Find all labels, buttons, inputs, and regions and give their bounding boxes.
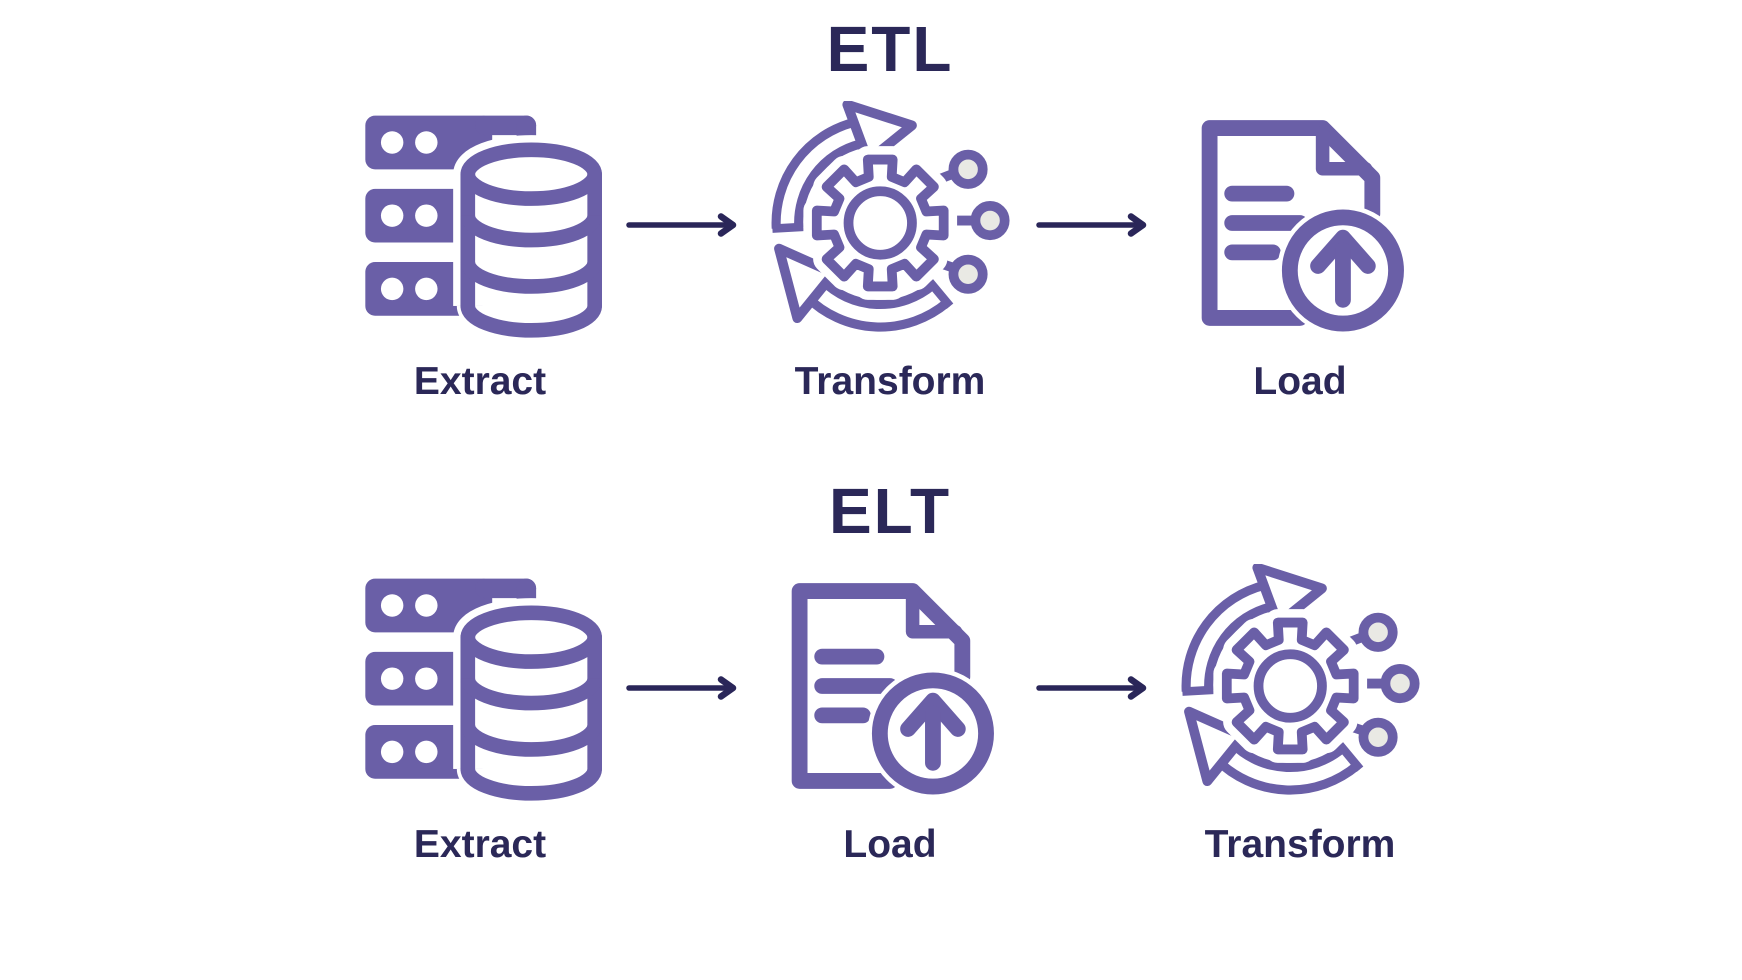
right-arrow-icon [1036, 212, 1154, 238]
right-arrow-icon [626, 212, 744, 238]
elt-step-transform: Transform [1170, 563, 1430, 867]
document-upload-icon [1187, 101, 1413, 345]
flow-arrow [610, 675, 760, 701]
server-database-icon [358, 101, 602, 345]
icon-box [1170, 100, 1430, 346]
document-upload-icon [777, 564, 1003, 808]
right-arrow-icon [1036, 675, 1154, 701]
step-label: Transform [794, 360, 986, 404]
etl-step-extract: Extract [350, 100, 610, 404]
server-database-icon [358, 564, 602, 808]
etl-flow-row: Extract Transform Load [38, 100, 1742, 404]
etl-title: ETL [826, 13, 954, 85]
step-label: Extract [413, 822, 547, 866]
elt-flow-row: Extract Load Transform [38, 563, 1742, 867]
step-label: Load [843, 822, 937, 866]
section-elt: ELT Extract Load [38, 476, 1742, 866]
etl-elt-diagram: ETL Extract Transform [38, 0, 1742, 867]
icon-box [760, 563, 1020, 809]
flow-arrow [1020, 675, 1170, 701]
process-gear-icon [1178, 564, 1422, 808]
right-arrow-icon [626, 675, 744, 701]
icon-box [350, 563, 610, 809]
elt-step-load: Load [760, 563, 1020, 867]
icon-box [350, 100, 610, 346]
flow-arrow [610, 212, 760, 238]
section-etl: ETL Extract Transform [38, 14, 1742, 404]
step-label: Transform [1204, 822, 1396, 866]
icon-box [760, 100, 1020, 346]
step-label: Load [1253, 360, 1347, 404]
elt-title: ELT [828, 475, 952, 548]
step-label: Extract [413, 360, 547, 404]
etl-step-transform: Transform [760, 100, 1020, 404]
etl-step-load: Load [1170, 100, 1430, 404]
elt-step-extract: Extract [350, 563, 610, 867]
flow-arrow [1020, 212, 1170, 238]
icon-box [1170, 563, 1430, 809]
process-gear-icon [768, 101, 1012, 345]
